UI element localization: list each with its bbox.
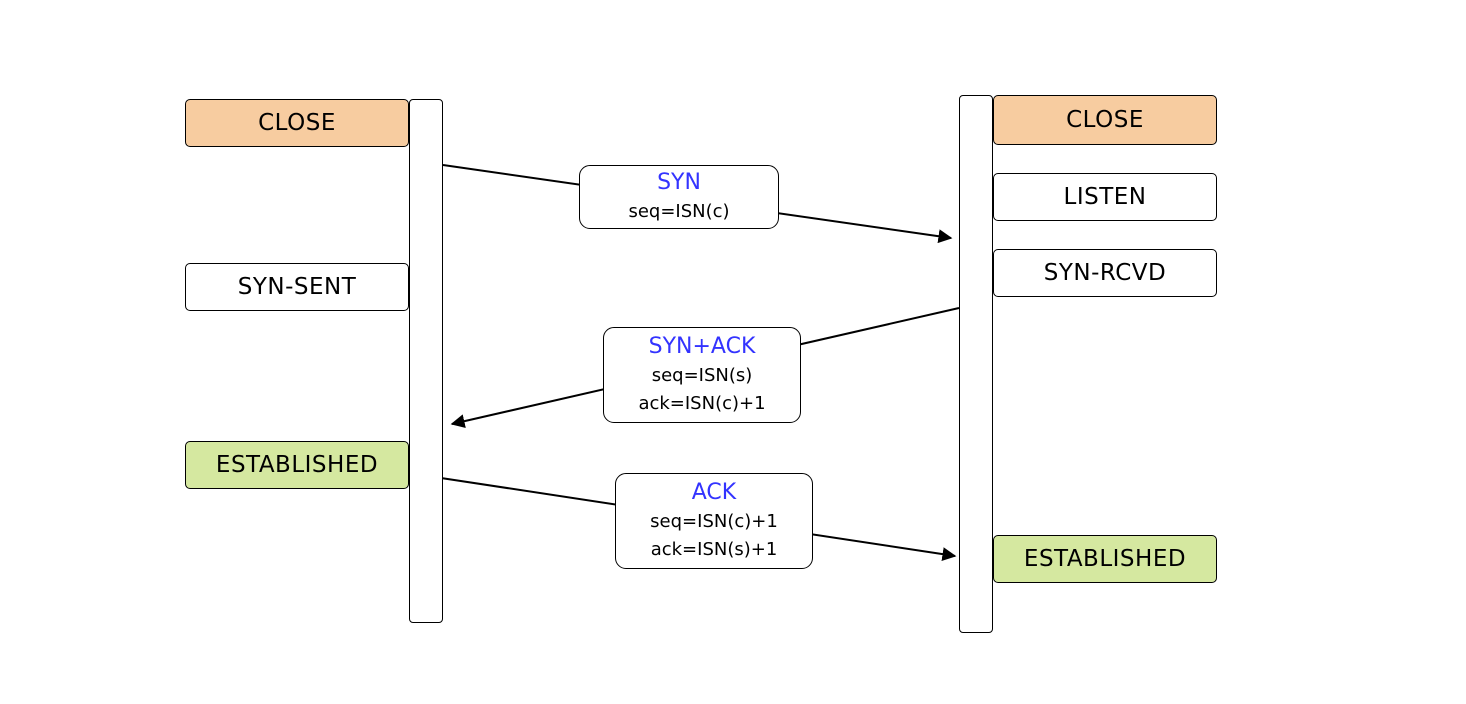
server-state-listen: LISTEN (993, 173, 1217, 221)
syn-ack-ack-label: ack=ISN(c)+1 (638, 393, 766, 414)
client-state-established: ESTABLISHED (185, 441, 409, 489)
client-state-syn-sent: SYN-SENT (185, 263, 409, 311)
client-state-close: CLOSE (185, 99, 409, 147)
syn-message-title: SYN (657, 170, 701, 195)
ack-message-box: ACK seq=ISN(c)+1 ack=ISN(s)+1 (615, 473, 813, 569)
server-state-close: CLOSE (993, 95, 1217, 145)
syn-message-box: SYN seq=ISN(c) (579, 165, 779, 229)
server-lifeline (959, 95, 993, 633)
syn-ack-seq-label: seq=ISN(s) (651, 365, 753, 386)
client-lifeline (409, 99, 443, 623)
server-state-syn-rcvd: SYN-RCVD (993, 249, 1217, 297)
server-state-established: ESTABLISHED (993, 535, 1217, 583)
ack-seq-label: seq=ISN(c)+1 (650, 511, 778, 532)
ack-message-title: ACK (691, 480, 737, 505)
ack-ack-label: ack=ISN(s)+1 (650, 539, 778, 560)
syn-seq-label: seq=ISN(c) (628, 201, 730, 222)
syn-ack-message-box: SYN+ACK seq=ISN(s) ack=ISN(c)+1 (603, 327, 801, 423)
syn-ack-message-title: SYN+ACK (648, 334, 756, 359)
